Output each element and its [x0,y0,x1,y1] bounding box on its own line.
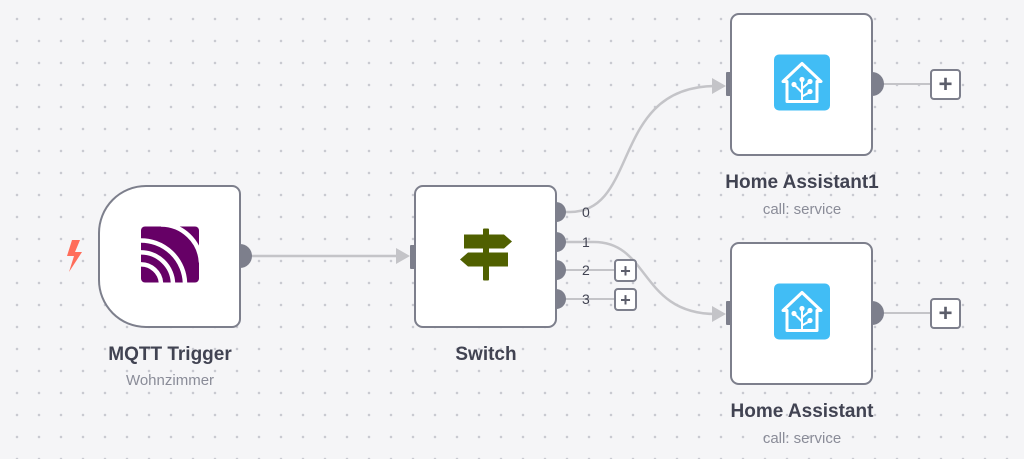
trigger-bolt-icon [67,240,82,272]
node-mqtt-trigger[interactable] [98,185,241,328]
home-assistant-icon [773,283,830,344]
output-label-2: 2 [582,262,590,278]
output-label-3: 3 [582,291,590,307]
add-node-button-switch-2[interactable]: + [614,259,637,282]
node-title-switch: Switch [455,344,517,365]
node-subtitle-mqtt-trigger: Wohnzimmer [125,372,215,389]
connection-arrow-head [396,248,410,264]
home-assistant-icon [773,54,830,115]
add-node-button-home-assistant[interactable]: + [930,298,961,329]
node-subtitle-home-assistant1: call: service [762,201,842,218]
node-title-home-assistant1: Home Assistant1 [725,172,879,193]
connection-arrow-head [712,306,726,322]
node-home-assistant[interactable] [730,242,873,385]
node-title-mqtt-trigger: MQTT Trigger [108,344,232,365]
add-node-button-switch-3[interactable]: + [614,288,637,311]
mqtt-icon [138,221,203,287]
connection-switch-1-to-home-assistant[interactable] [556,240,717,316]
node-subtitle-home-assistant: call: service [762,430,842,447]
node-title-home-assistant: Home Assistant [730,401,874,422]
node-home-assistant1[interactable] [730,13,873,156]
connection-switch-0-to-home-assistant1[interactable] [556,84,717,214]
connection-arrow-head [712,78,726,94]
signpost-icon [458,226,514,287]
add-node-button-home-assistant1[interactable]: + [930,69,961,100]
node-switch[interactable] [414,185,557,328]
output-label-0: 0 [582,204,590,220]
output-label-1: 1 [582,234,590,250]
